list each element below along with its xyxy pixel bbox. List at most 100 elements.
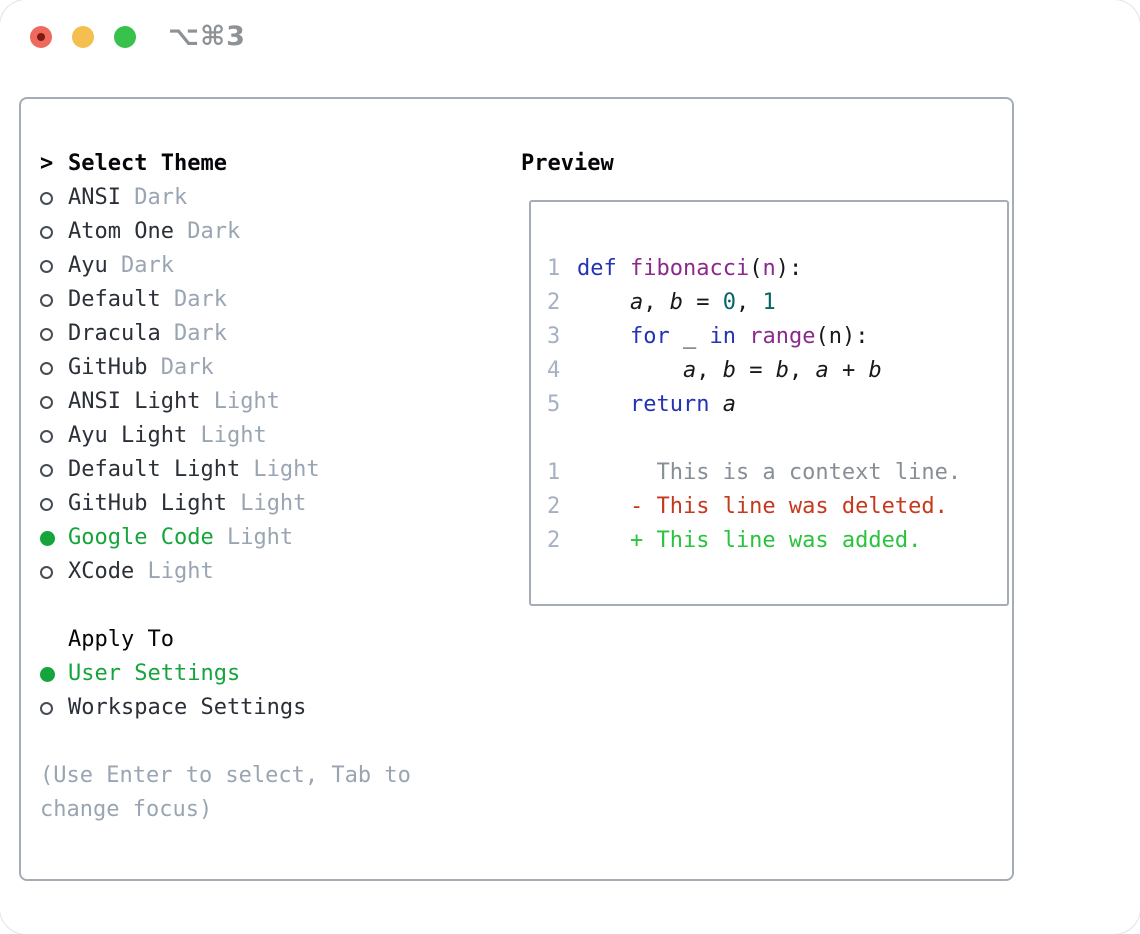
diff-sample: 1 This is a context line.2 - This line w… [547,456,995,558]
selected-radio-icon [40,666,68,682]
theme-name: XCode [68,559,135,584]
line-number: 2 [547,290,561,315]
line-number: 5 [547,392,561,417]
theme-name: GitHub Light [68,491,227,516]
code-line: 5 return a [547,388,995,422]
radio-icon [40,259,68,273]
selection-prompt-icon: > [40,151,54,176]
radio-icon [40,429,68,443]
code-sample: 1 def fibonacci(n): 2 a, b = 0, 1 3 for _ i… [547,252,995,422]
apply-to-header: Apply To [40,623,502,657]
preview-section: Preview 1 def fibonacci(n): 2 a, b = 0, 1 3… [502,147,1009,879]
theme-name: ANSI Light [68,389,201,414]
theme-name: Ayu Light [68,423,188,448]
keyboard-hint: (Use Enter to select, Tab to change focus… [40,759,502,827]
theme-name: GitHub [68,355,148,380]
radio-icon [40,361,68,375]
code-text: a, b = 0, 1 [629,290,776,315]
code-text: return a [629,392,736,417]
code-line: 1 def fibonacci(n): [547,252,995,286]
minimize-button[interactable] [72,26,94,48]
code-line: 2 a, b = 0, 1 [547,286,995,320]
theme-name: Google Code [68,525,214,550]
apply-option-label: User Settings [68,661,241,686]
line-number: 1 [547,460,561,485]
theme-name: Ayu [68,253,108,278]
diff-line-added: 2 + This line was added. [547,524,995,558]
theme-variant: Light [187,423,267,448]
radio-icon [40,565,68,579]
theme-item-default-light[interactable]: Default Light Light [40,453,502,487]
theme-name: Dracula [68,321,161,346]
theme-item-ansi[interactable]: ANSI Dark [40,181,502,215]
zoom-button[interactable] [114,26,136,48]
diff-text: - This line was deleted. [577,494,948,519]
radio-icon [40,395,68,409]
theme-item-ansi-light[interactable]: ANSI Light Light [40,385,502,419]
apply-to-title: Apply To [68,627,174,652]
radio-icon [40,225,68,239]
theme-menu-title: Select Theme [68,151,227,176]
radio-icon [40,191,68,205]
diff-line-context: 1 This is a context line. [547,456,995,490]
code-text: a, b = b, a + b [682,358,882,383]
preview-header: Preview [521,147,1009,181]
apply-option-user-settings[interactable]: User Settings [40,657,502,691]
radio-icon [40,497,68,511]
line-number: 1 [547,256,561,281]
preview-title: Preview [521,151,614,176]
theme-variant: Light [200,389,280,414]
line-number: 3 [547,324,561,349]
spacer [547,422,995,456]
theme-name: ANSI [68,185,121,210]
theme-item-atom-one[interactable]: Atom One Dark [40,215,502,249]
theme-menu-header: > Select Theme [40,147,502,181]
theme-item-google-code[interactable]: Google Code Light [40,521,502,555]
theme-variant: Dark [147,355,214,380]
theme-item-dracula[interactable]: Dracula Dark [40,317,502,351]
line-number: 2 [547,528,561,553]
apply-option-label: Workspace Settings [68,695,307,720]
preview-box: 1 def fibonacci(n): 2 a, b = 0, 1 3 for _ i… [529,200,1009,606]
radio-icon [40,701,68,715]
theme-name: Default Light [68,457,241,482]
theme-variant: Dark [160,321,227,346]
close-button[interactable] [30,26,52,48]
theme-variant: Light [134,559,214,584]
theme-item-ayu[interactable]: Ayu Dark [40,249,502,283]
radio-icon [40,327,68,341]
theme-name: Default [68,287,161,312]
radio-icon [40,463,68,477]
theme-variant: Dark [160,287,227,312]
theme-name: Atom One [68,219,174,244]
code-text: for _ in range(n): [629,324,869,349]
hint-line: change focus) [40,797,213,822]
line-number: 2 [547,494,561,519]
hint-line: (Use Enter to select, Tab to [40,763,411,788]
apply-option-workspace-settings[interactable]: Workspace Settings [40,691,502,725]
radio-icon [40,293,68,307]
selected-radio-icon [40,530,68,546]
theme-item-github-light[interactable]: GitHub Light Light [40,487,502,521]
spacer [40,725,502,759]
theme-item-github[interactable]: GitHub Dark [40,351,502,385]
spacer [40,589,502,623]
theme-variant: Dark [173,219,241,244]
theme-variant: Dark [107,253,174,278]
theme-item-default[interactable]: Default Dark [40,283,502,317]
code-text: def fibonacci(n): [577,256,803,281]
theme-item-xcode[interactable]: XCode Light [40,555,502,589]
keyboard-shortcut-label: ⌥⌘3 [168,21,246,52]
theme-variant: Light [213,525,294,550]
titlebar: ⌥⌘3 [0,0,1140,74]
diff-text: This is a context line. [577,460,962,485]
diff-text: + This line was added. [577,528,922,553]
diff-line-deleted: 2 - This line was deleted. [547,490,995,524]
code-line: 4 a, b = b, a + b [547,354,995,388]
theme-item-ayu-light[interactable]: Ayu Light Light [40,419,502,453]
